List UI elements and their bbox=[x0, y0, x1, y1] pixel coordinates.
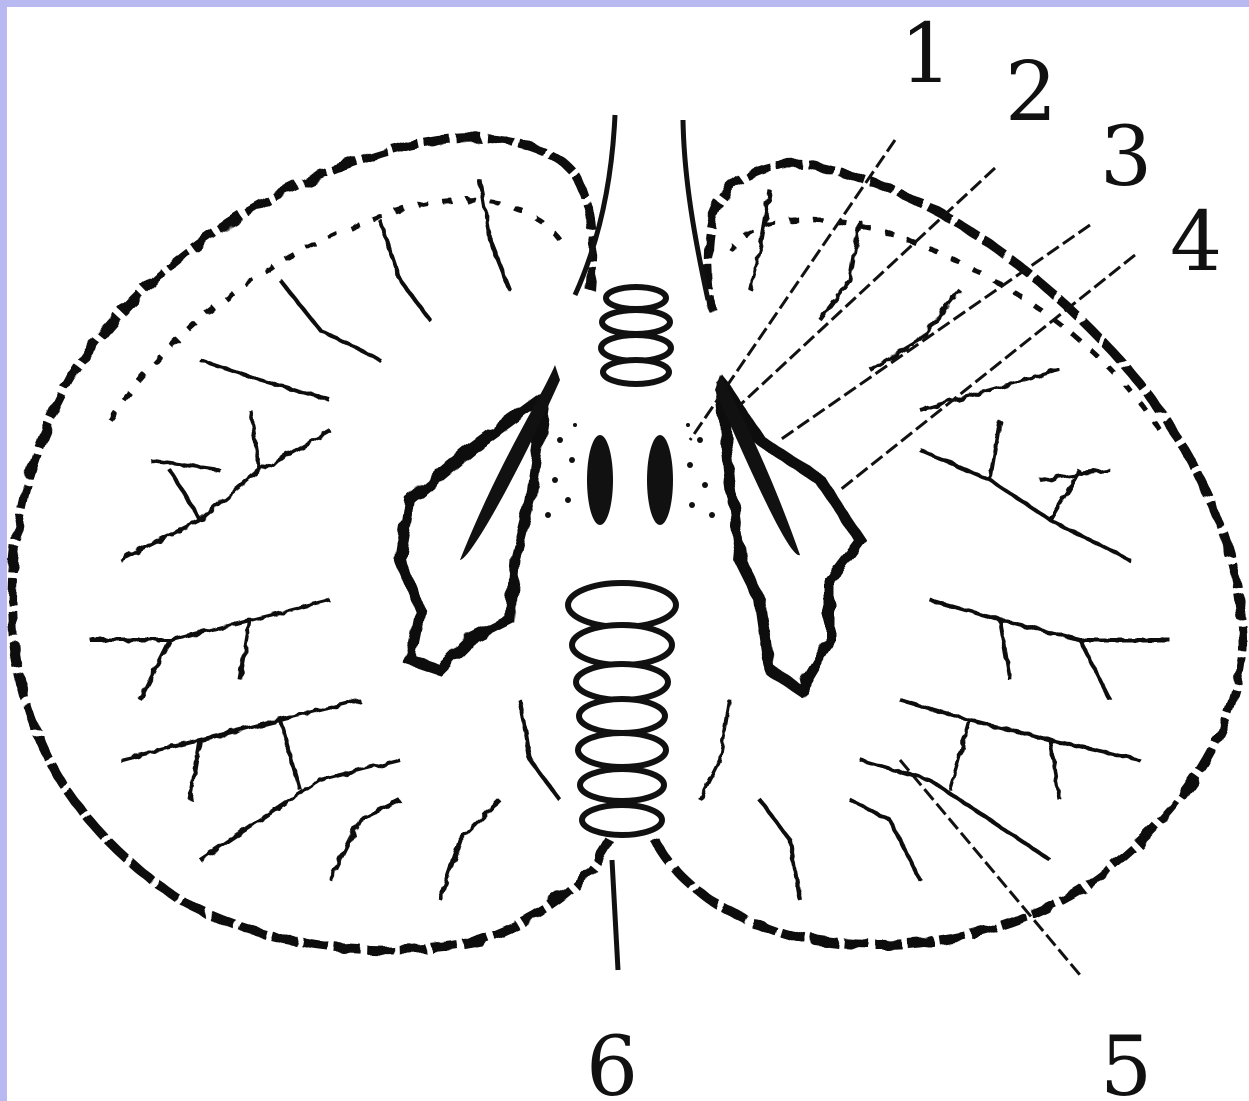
label-4: 4 bbox=[1170, 195, 1222, 290]
stippled-region bbox=[545, 423, 715, 518]
midline-fissure bbox=[575, 115, 708, 970]
label-2: 2 bbox=[1005, 45, 1057, 140]
inferior-vermis bbox=[568, 583, 676, 835]
fastigial-nuclei bbox=[587, 435, 673, 525]
folia-branches-right bbox=[700, 190, 1170, 900]
label-3: 3 bbox=[1100, 110, 1152, 205]
superior-vermis bbox=[601, 287, 671, 384]
label-1: 1 bbox=[900, 7, 952, 102]
emboliform-nuclei bbox=[460, 365, 800, 560]
folia-branches-left bbox=[90, 180, 560, 900]
label-6: 6 bbox=[586, 1020, 638, 1101]
label-5: 5 bbox=[1100, 1020, 1152, 1101]
